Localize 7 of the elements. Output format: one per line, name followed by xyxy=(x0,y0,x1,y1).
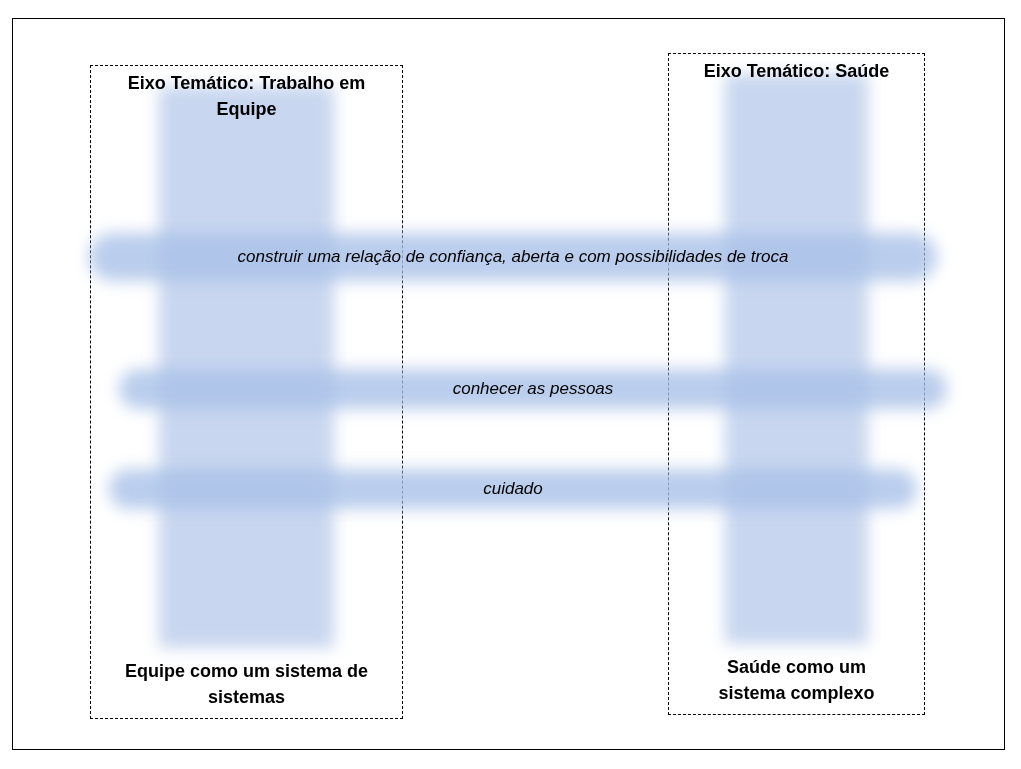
band-label: construir uma relação de confiança, aberta e com possibilidades de troca xyxy=(237,246,789,269)
band-label: cuidado xyxy=(483,478,543,501)
band-label: conhecer as pessoas xyxy=(452,378,614,401)
column-footer: Equipe como um sistema de sistemas xyxy=(91,658,402,718)
column-footer: Saúde como um sistema complexo xyxy=(669,654,924,714)
column-heading: Eixo Temático: Trabalho em Equipe xyxy=(126,72,367,121)
column-heading: Eixo Temático: Saúde xyxy=(702,60,891,83)
